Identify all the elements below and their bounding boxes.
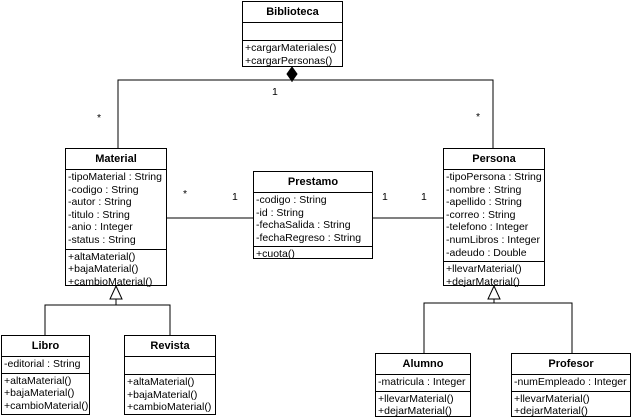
attribute: -fechaSalida : String [256,219,351,232]
method: +cambioMaterial() [127,401,212,414]
multiplicity-persona-prestamo-one: 1 [421,191,427,203]
method: +llevarMaterial() [514,392,590,405]
attribute: -editorial : String [4,358,81,370]
class-libro[interactable]: Libro -editorial : String +altaMaterial(… [1,335,90,415]
material-generalization-arrow [109,284,123,300]
class-name: Libro [2,336,89,357]
attribute: -correo : String [446,208,516,221]
methods-section: +cuota() [254,247,372,263]
method: +bajaMaterial() [4,387,75,400]
attributes-section: -tipoPersona : String -nombre : String -… [444,170,544,263]
class-revista[interactable]: Revista +altaMaterial() +bajaMaterial() … [124,335,216,415]
methods-section: +llevarMaterial() +dejarMaterial() [376,392,470,420]
attribute: -anio : Integer [68,221,133,234]
attribute: -adeudo : Double [446,246,527,259]
multiplicity-material-prestamo-many: * [183,188,188,200]
class-persona[interactable]: Persona -tipoPersona : String -nombre : … [443,148,545,288]
attribute: -codigo : String [256,194,327,206]
composition-diamond [286,66,298,82]
method: +llevarMaterial() [378,392,454,405]
method: +dejarMaterial() [378,405,452,418]
attribute: -nombre : String [446,183,522,196]
attribute: -fechaRegreso : String [256,231,362,244]
attributes-section: -numEmpleado : Integer [512,375,630,392]
multiplicity-prestamo-material-one: 1 [232,191,238,203]
methods-section: +altaMaterial() +bajaMaterial() +cambioM… [125,375,215,416]
class-name: Material [66,149,166,170]
method: +cambioMaterial() [68,275,153,288]
class-name: Persona [444,149,544,170]
multiplicity-prestamo-persona-one: 1 [382,191,388,203]
class-name: Profesor [512,354,630,375]
method: +cambioMaterial() [4,399,89,412]
method: +llevarMaterial() [446,263,522,276]
class-biblioteca[interactable]: Biblioteca +cargarMateriales() +cargarPe… [242,1,343,67]
class-name: Revista [125,336,215,357]
attribute: -tipoPersona : String [446,171,542,183]
attribute: -tipoMaterial : String [68,171,162,183]
method: +altaMaterial() [68,250,136,263]
attribute: -matricula : Integer [378,376,466,388]
methods-section: +cargarMateriales() +cargarPersonas() [243,41,342,69]
methods-section: +altaMaterial() +bajaMaterial() +cambioM… [2,374,89,415]
attribute: -codigo : String [68,183,139,196]
attributes-section: -editorial : String [2,357,89,374]
attributes-section: -tipoMaterial : String -codigo : String … [66,170,166,250]
class-material[interactable]: Material -tipoMaterial : String -codigo … [65,148,167,288]
attribute: -titulo : String [68,208,130,221]
multiplicity-persona-many: * [476,111,481,123]
method: +bajaMaterial() [68,263,139,276]
class-profesor[interactable]: Profesor -numEmpleado : Integer +llevarM… [511,353,631,417]
multiplicity-composition-one: 1 [272,86,278,98]
attributes-section [243,23,342,41]
method: +cuota() [256,248,295,261]
methods-section: +altaMaterial() +bajaMaterial() +cambioM… [66,250,166,291]
attribute: -numEmpleado : Integer [514,376,627,388]
method: +bajaMaterial() [127,388,198,401]
method: +dejarMaterial() [514,405,588,418]
material-generalization [44,299,171,335]
class-prestamo[interactable]: Prestamo -codigo : String -id : String -… [253,171,373,260]
attribute: -autor : String [68,196,132,209]
attribute: -telefono : Integer [446,221,529,234]
class-name: Biblioteca [243,2,342,23]
persona-generalization-arrow [487,284,501,300]
method: +altaMaterial() [127,376,195,388]
attribute: -numLibros : Integer [446,233,540,246]
methods-section: +llevarMaterial() +dejarMaterial() [444,262,544,290]
attribute: -apellido : String [446,196,522,209]
method: +altaMaterial() [4,374,72,387]
class-alumno[interactable]: Alumno -matricula : Integer +llevarMater… [375,353,471,417]
attributes-section [125,357,215,375]
method: +dejarMaterial() [446,275,520,288]
class-name: Prestamo [254,172,372,193]
multiplicity-material-many: * [97,112,102,124]
attributes-section: -codigo : String -id : String -fechaSali… [254,193,372,248]
method: +cargarMateriales() [245,42,337,54]
method: +cargarPersonas() [245,54,333,67]
class-name: Alumno [376,354,470,375]
persona-generalization [423,299,573,353]
attribute: -status : String [68,233,136,246]
composition-association [117,79,494,148]
attribute: -id : String [256,206,304,219]
attributes-section: -matricula : Integer [376,375,470,392]
methods-section: +llevarMaterial() +dejarMaterial() [512,392,630,420]
